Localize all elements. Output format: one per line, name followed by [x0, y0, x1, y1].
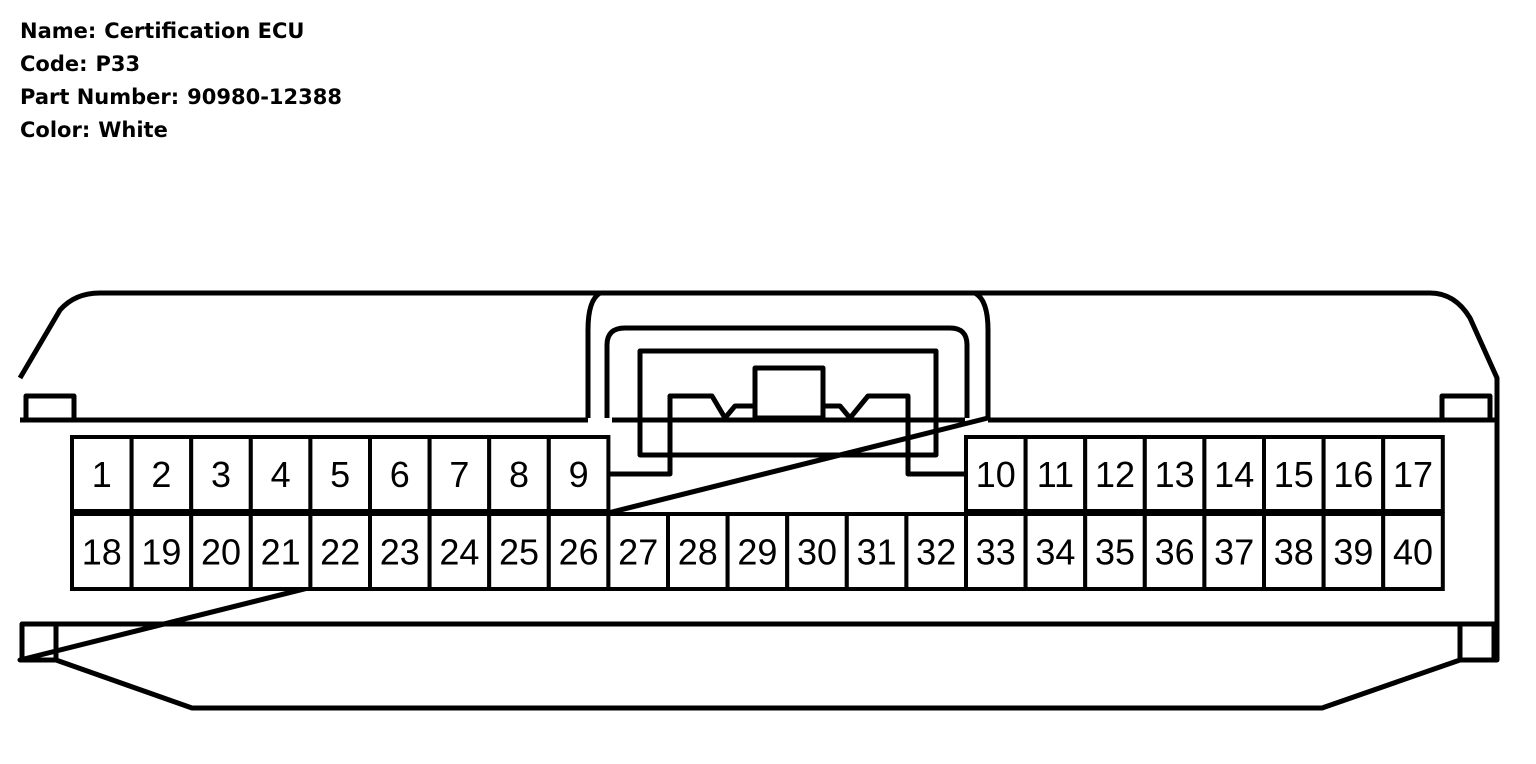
pin-23-label: 23: [380, 532, 420, 573]
code-label: Code:: [20, 52, 88, 76]
pin-18-label: 18: [82, 532, 122, 573]
lock-ramp-right-detail: [823, 403, 852, 420]
corner-notch-bottom-right: [1457, 621, 1497, 663]
pin-13-label: 13: [1155, 454, 1195, 495]
connector-housing: [17, 290, 1500, 711]
pin-29-label: 29: [737, 532, 777, 573]
name-label: Name:: [20, 19, 97, 43]
lock-ramp-left: [667, 393, 728, 420]
corner-notch-top-left: [23, 393, 77, 423]
pin-26-label: 26: [559, 532, 599, 573]
pin-4-label: 4: [271, 454, 291, 495]
pin-20-cavity: [189, 512, 253, 591]
pin-11-label: 11: [1037, 454, 1074, 495]
pin-17-label: 17: [1393, 454, 1433, 495]
pin-32-label: 32: [916, 532, 956, 573]
pin-28-cavity: [666, 512, 730, 591]
corner-notch-top-right: [1439, 393, 1493, 423]
pin-40-cavity: [1381, 512, 1445, 591]
pin-14-label: 14: [1214, 454, 1254, 495]
color-value: White: [98, 118, 168, 142]
lock-ramp-right: [848, 393, 911, 420]
pin-38-cavity: [1262, 512, 1326, 591]
pin-12-cavity: [1083, 435, 1147, 513]
pin-24-label: 24: [439, 532, 479, 573]
pin-37-label: 37: [1214, 532, 1254, 573]
pin-16-cavity: [1321, 435, 1386, 513]
pin-36-label: 36: [1155, 532, 1195, 573]
part-number-row: Part Number: 90980-12388: [20, 81, 342, 114]
lock-link-left: [608, 418, 673, 477]
pin-33-label: 33: [976, 532, 1016, 573]
pin-26-cavity: [546, 512, 611, 591]
pin-8-label: 8: [509, 454, 529, 495]
lock-box: [637, 348, 939, 458]
pin-40-label: 40: [1393, 532, 1433, 573]
lock-link-right: [905, 418, 966, 477]
lock-tab: [752, 365, 826, 421]
corner-notch-bottom-left: [19, 621, 59, 663]
pin-15-label: 15: [1274, 454, 1314, 495]
pin-4-cavity: [248, 435, 313, 513]
pin-7-cavity: [427, 435, 492, 513]
part-number-label: Part Number:: [20, 85, 180, 109]
lock-ramp-left-detail: [723, 403, 755, 420]
name-row: Name: Certification ECU: [20, 15, 342, 48]
color-row: Color: White: [20, 114, 342, 147]
name-value: Certification ECU: [104, 19, 305, 43]
pin-24-cavity: [427, 512, 492, 591]
pin-39-label: 39: [1333, 532, 1373, 573]
pin-14-cavity: [1202, 435, 1267, 513]
pin-3-label: 3: [211, 454, 231, 495]
pin-25-cavity: [487, 512, 551, 591]
pin-5-label: 5: [330, 454, 350, 495]
pin-17-cavity: [1381, 435, 1445, 513]
pin-36-cavity: [1142, 512, 1207, 591]
pin-28-label: 28: [678, 532, 718, 573]
pin-20-label: 20: [201, 532, 241, 573]
pin-21-cavity: [248, 512, 313, 591]
pin-25-label: 25: [499, 532, 539, 573]
code-row: Code: P33: [20, 48, 342, 81]
pin-21-label: 21: [261, 532, 301, 573]
pin-6-label: 6: [390, 454, 410, 495]
pin-7-label: 7: [449, 454, 469, 495]
pin-9-cavity: [546, 435, 611, 513]
pin-31-label: 31: [857, 532, 897, 573]
pin-19-label: 19: [141, 532, 181, 573]
pin-12-label: 12: [1095, 454, 1135, 495]
pin-15-cavity: [1262, 435, 1326, 513]
pin-8-cavity: [487, 435, 551, 513]
pin-2-label: 2: [151, 454, 171, 495]
part-number-value: 90980-12388: [187, 85, 342, 109]
pin-31-cavity: [844, 512, 909, 591]
latch-frame-inner: [604, 325, 970, 418]
pin-27-label: 27: [618, 532, 658, 573]
pin-10-label: 10: [976, 454, 1016, 495]
pin-38-label: 38: [1274, 532, 1314, 573]
code-value: P33: [95, 52, 141, 76]
pin-16-label: 16: [1333, 454, 1373, 495]
pin-34-label: 34: [1035, 532, 1075, 573]
pin-22-label: 22: [320, 532, 360, 573]
pin-9-label: 9: [569, 454, 589, 495]
connector-info: Name: Certification ECU Code: P33 Part Num…: [20, 15, 342, 147]
pin-10-cavity: [964, 435, 1028, 513]
pin-1-label: 1: [92, 454, 112, 495]
color-label: Color:: [20, 118, 91, 142]
pin-35-label: 35: [1095, 532, 1135, 573]
pin-19-cavity: [129, 512, 194, 591]
pin-30-label: 30: [797, 532, 837, 573]
pin-11-cavity: [1023, 435, 1088, 513]
